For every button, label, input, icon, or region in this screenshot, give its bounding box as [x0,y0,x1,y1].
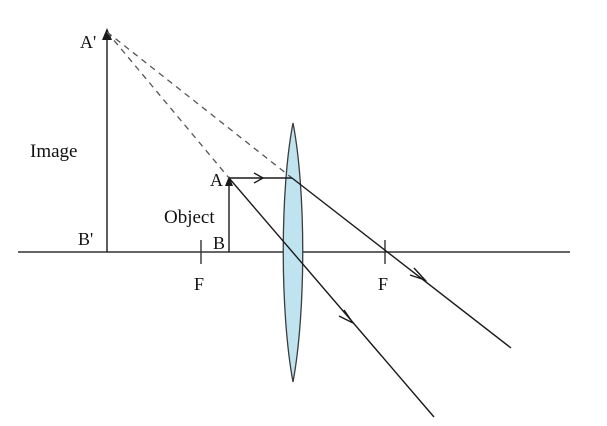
image-bottom-label: B' [78,229,93,249]
focal-left-label: F [194,274,204,294]
ray-through-center-arrow [338,309,354,324]
ray-parallel-refracted [291,177,512,349]
virtual-ray-extension-center [106,31,230,179]
ray-parallel-refracted-arrow [409,267,428,282]
image-name-label: Image [30,141,77,162]
virtual-ray-extension-parallel [106,31,293,179]
ray-parallel-incident-arrow [253,172,265,184]
image-top-label: A' [80,32,96,52]
object-top-label: A [210,170,223,190]
object-bottom-label: B [213,233,225,253]
focal-right-label: F [378,274,388,294]
object-name-label: Object [164,207,215,228]
image-arrow-head [102,28,112,40]
ray-through-center [228,177,435,418]
object-arrow-head [225,176,233,186]
